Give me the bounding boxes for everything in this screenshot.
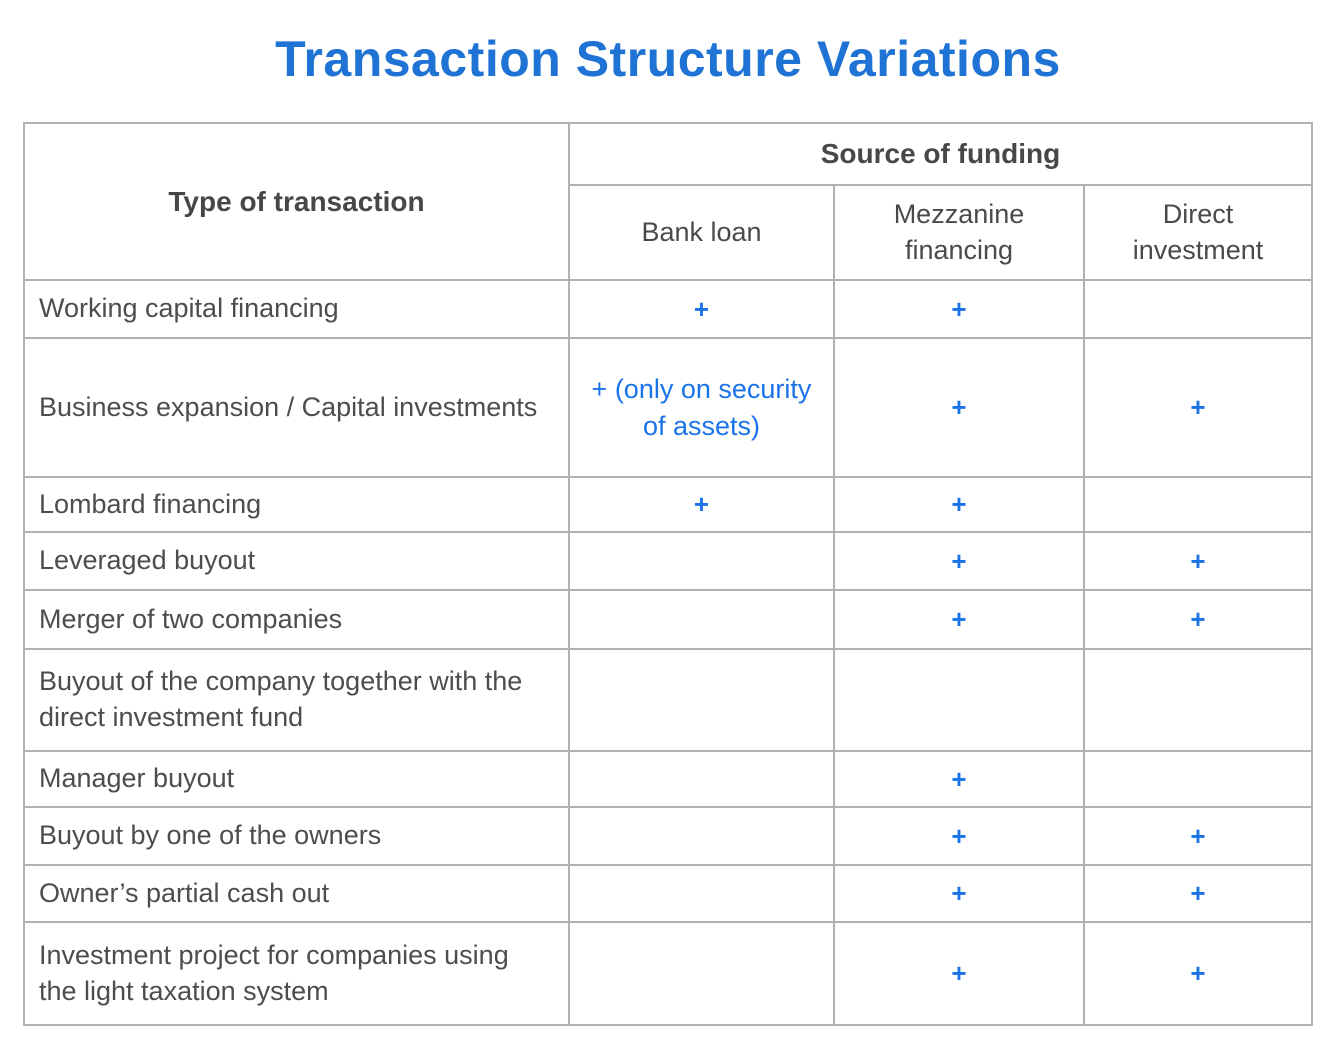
cell-direct-investment (1082, 279, 1314, 339)
row-label: Lombard financing (22, 476, 570, 533)
table-row: Owner’s partial cash out + + (22, 864, 1314, 923)
cell-mezzanine-financing: + (832, 337, 1085, 478)
header-group-row: Type of transaction Source of funding (22, 122, 1314, 281)
cell-bank-loan: + (567, 476, 835, 533)
row-label: Manager buyout (22, 750, 570, 808)
cell-direct-investment: + (1082, 806, 1314, 866)
column-group-header: Source of funding (567, 122, 1314, 186)
cell-direct-investment: + (1082, 589, 1314, 650)
table-row: Manager buyout + (22, 750, 1314, 808)
cell-direct-investment (1082, 750, 1314, 808)
cell-bank-loan (567, 648, 835, 752)
row-label: Working capital financing (22, 279, 570, 339)
row-header-title: Type of transaction (22, 122, 570, 281)
row-label: Business expansion / Capital investments (22, 337, 570, 478)
cell-mezzanine-financing: + (832, 921, 1085, 1026)
row-label: Owner’s partial cash out (22, 864, 570, 923)
transaction-structure-table: Type of transaction Source of funding Ba… (22, 122, 1314, 1026)
cell-bank-loan (567, 921, 835, 1026)
row-label: Leveraged buyout (22, 531, 570, 591)
cell-mezzanine-financing: + (832, 279, 1085, 339)
table-row: Investment project for companies using t… (22, 921, 1314, 1026)
row-label: Investment project for companies using t… (22, 921, 570, 1026)
cell-direct-investment: + (1082, 531, 1314, 591)
page-title: Transaction Structure Variations (275, 31, 1061, 87)
table-row: Business expansion / Capital investments… (22, 337, 1314, 478)
table-row: Buyout of the company together with the … (22, 648, 1314, 752)
cell-bank-loan: + (567, 279, 835, 339)
row-label: Merger of two companies (22, 589, 570, 650)
cell-bank-loan (567, 531, 835, 591)
cell-direct-investment: + (1082, 337, 1314, 478)
table-row: Merger of two companies + + (22, 589, 1314, 650)
row-label: Buyout of the company together with the … (22, 648, 570, 752)
cell-bank-loan (567, 806, 835, 866)
cell-direct-investment (1082, 476, 1314, 533)
cell-bank-loan (567, 750, 835, 808)
cell-direct-investment (1082, 648, 1314, 752)
column-header-mezzanine-financing: Mezzanine financing (832, 184, 1085, 281)
row-label: Buyout by one of the owners (22, 806, 570, 866)
cell-mezzanine-financing: + (832, 806, 1085, 866)
table-row: Working capital financing + + (22, 279, 1314, 339)
cell-direct-investment: + (1082, 864, 1314, 923)
cell-bank-loan (567, 589, 835, 650)
cell-direct-investment: + (1082, 921, 1314, 1026)
table-row: Leveraged buyout + + (22, 531, 1314, 591)
cell-mezzanine-financing: + (832, 750, 1085, 808)
cell-mezzanine-financing: + (832, 476, 1085, 533)
header-columns-row: Bank loan Mezzanine financing Direct inv… (24, 184, 1314, 281)
table-row: Buyout by one of the owners + + (22, 806, 1314, 866)
column-header-direct-investment: Direct investment (1082, 184, 1314, 281)
cell-bank-loan (567, 864, 835, 923)
cell-mezzanine-financing: + (832, 864, 1085, 923)
table-row: Lombard financing + + (22, 476, 1314, 533)
cell-mezzanine-financing (832, 648, 1085, 752)
cell-mezzanine-financing: + (832, 531, 1085, 591)
column-header-bank-loan: Bank loan (567, 184, 835, 281)
cell-mezzanine-financing: + (832, 589, 1085, 650)
cell-bank-loan: + (only on security of assets) (567, 337, 835, 478)
